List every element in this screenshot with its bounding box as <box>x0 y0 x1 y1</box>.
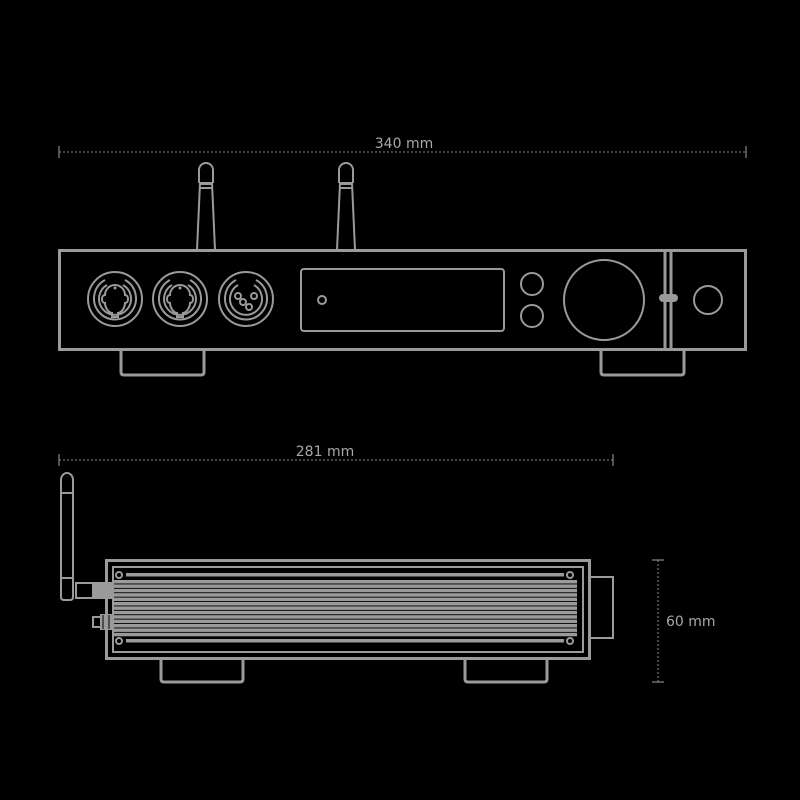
screw-icon <box>115 637 123 645</box>
front-foot-left <box>119 350 206 377</box>
antenna-right-icon <box>336 162 356 251</box>
depth-label: 281 mm <box>296 444 354 460</box>
indicator-led-icon <box>317 295 327 305</box>
screw-icon <box>115 571 123 579</box>
button-top-icon <box>520 272 544 296</box>
depth-dimension: 281 mm <box>58 444 614 466</box>
front-foot-right <box>599 350 686 377</box>
xlr-jack-icon <box>218 271 274 327</box>
screw-icon <box>566 571 574 579</box>
front-chassis <box>58 249 747 351</box>
height-label: 60 mm <box>666 614 716 630</box>
side-view <box>60 472 614 684</box>
side-foot-left <box>159 659 245 684</box>
heatsink-fins <box>113 573 577 643</box>
rear-panel-block <box>589 576 614 639</box>
combo-jack-2-icon <box>152 271 208 327</box>
width-label: 340 mm <box>375 136 433 152</box>
volume-knob-icon <box>563 259 645 341</box>
antenna-left-icon <box>196 162 216 251</box>
width-dimension: 340 mm <box>58 136 747 158</box>
display-window <box>300 268 505 332</box>
antenna-connector <box>75 582 94 599</box>
button-bottom-icon <box>520 304 544 328</box>
combo-jack-1-icon <box>87 271 143 327</box>
height-dimension: 60 mm <box>652 559 716 683</box>
power-switch-icon <box>659 294 678 302</box>
side-foot-right <box>463 659 549 684</box>
front-view <box>58 162 747 377</box>
power-button-icon <box>693 285 723 315</box>
antenna-side-icon <box>60 472 74 601</box>
screw-icon <box>566 637 574 645</box>
